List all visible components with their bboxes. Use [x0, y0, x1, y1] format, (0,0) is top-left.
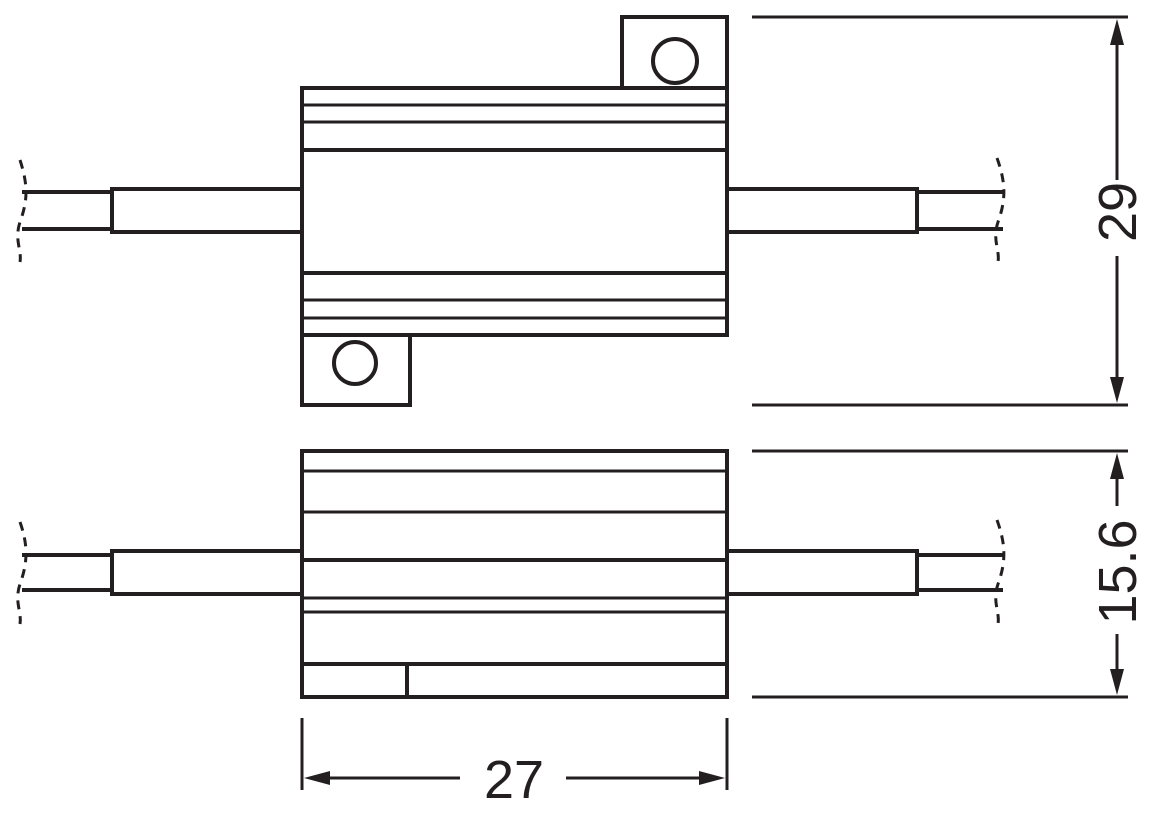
left-lead-side	[16, 521, 304, 625]
resistor-body-side	[300, 449, 729, 699]
side-view	[16, 449, 1006, 699]
dimension-label-29: 29	[1088, 182, 1148, 242]
mounting-tab-top	[620, 15, 729, 88]
mounting-tab-bottom	[300, 335, 412, 407]
dimension-width: 27	[300, 718, 729, 810]
right-lead-top	[725, 157, 1006, 263]
dimension-height-top: 29	[752, 15, 1148, 407]
dimension-height-side: 15.6	[752, 449, 1148, 699]
resistor-body-top	[300, 86, 729, 337]
dimension-label-15-6: 15.6	[1088, 519, 1148, 624]
right-lead-side	[725, 519, 1006, 625]
top-view	[16, 15, 1006, 407]
left-lead-top	[16, 159, 304, 263]
dimension-label-27: 27	[484, 750, 544, 810]
